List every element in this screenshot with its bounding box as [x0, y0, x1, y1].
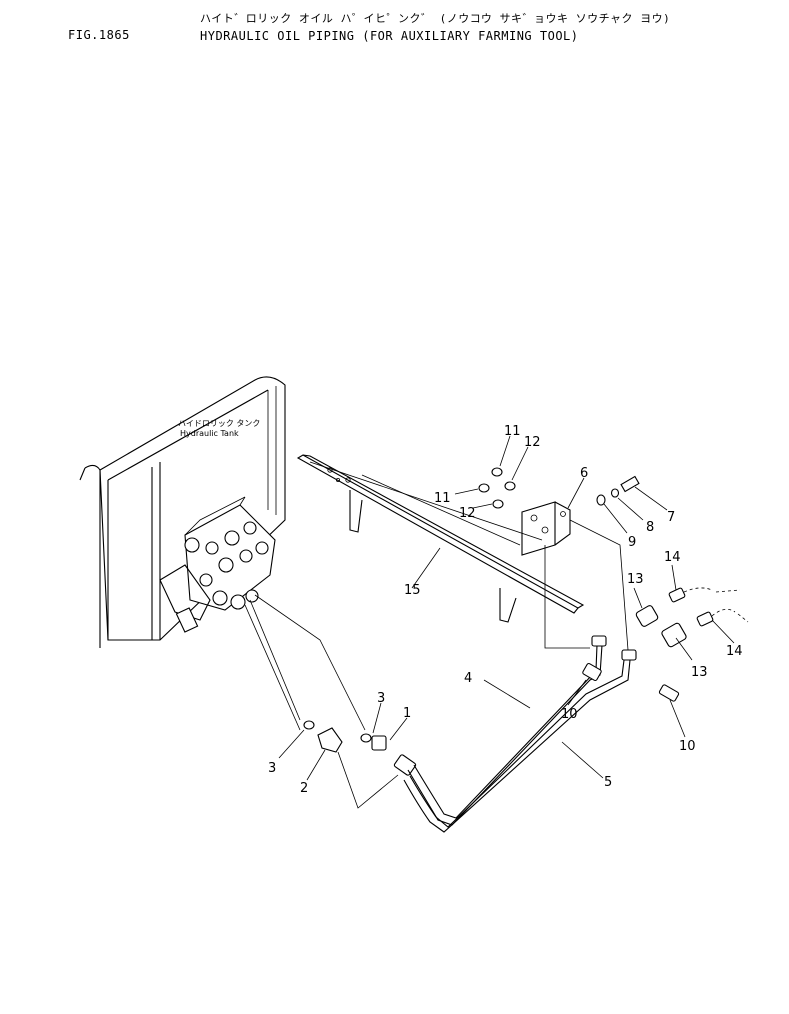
callout-5: 5 — [604, 775, 612, 790]
callout-leaders — [278, 435, 735, 781]
leader-lines — [244, 461, 629, 809]
fittings — [303, 720, 417, 776]
callout-3: 3 — [268, 761, 276, 776]
callout-13: 13 — [691, 665, 708, 680]
pipes — [403, 635, 680, 833]
callout-8: 8 — [646, 520, 654, 535]
callout-7: 7 — [667, 510, 675, 525]
callout-14: 14 — [664, 550, 681, 565]
hydraulic-tank: ハイドロリック タンク Hydraulic Tank — [79, 376, 286, 648]
bracket — [296, 454, 585, 623]
callout-11: 11 — [504, 424, 521, 439]
callout-13: 13 — [627, 572, 644, 587]
callout-numbers: 11 12 11 12 6 7 8 9 13 14 13 14 10 10 4 … — [268, 424, 743, 796]
callout-4: 4 — [464, 671, 472, 686]
callout-9: 9 — [628, 535, 636, 550]
couplers — [635, 587, 749, 648]
callout-2: 2 — [300, 781, 308, 796]
callout-10: 10 — [561, 707, 578, 722]
callout-3: 3 — [377, 691, 385, 706]
callout-10: 10 — [679, 739, 696, 754]
callout-11: 11 — [434, 491, 451, 506]
callout-12: 12 — [524, 435, 541, 450]
control-valve — [159, 496, 276, 633]
callout-6: 6 — [580, 466, 588, 481]
figure-number: FIG.1865 — [68, 28, 130, 42]
callout-12: 12 — [459, 506, 476, 521]
hardware-parts — [478, 467, 640, 509]
mounting-plate — [521, 501, 571, 556]
figure-title-japanese: ハイト゛ロリック オイル ハ゜イヒ゜ンク゛ (ノウコウ サキ゛ョウキ ソウチャク… — [200, 12, 671, 25]
tank-label: Hydraulic Tank — [180, 429, 239, 438]
callout-1: 1 — [403, 706, 411, 721]
tank-label-jp: ハイドロリック タンク — [178, 419, 260, 428]
callout-15: 15 — [404, 583, 421, 598]
figure-title: HYDRAULIC OIL PIPING (FOR AUXILIARY FARM… — [200, 29, 579, 43]
callout-14: 14 — [726, 644, 743, 659]
